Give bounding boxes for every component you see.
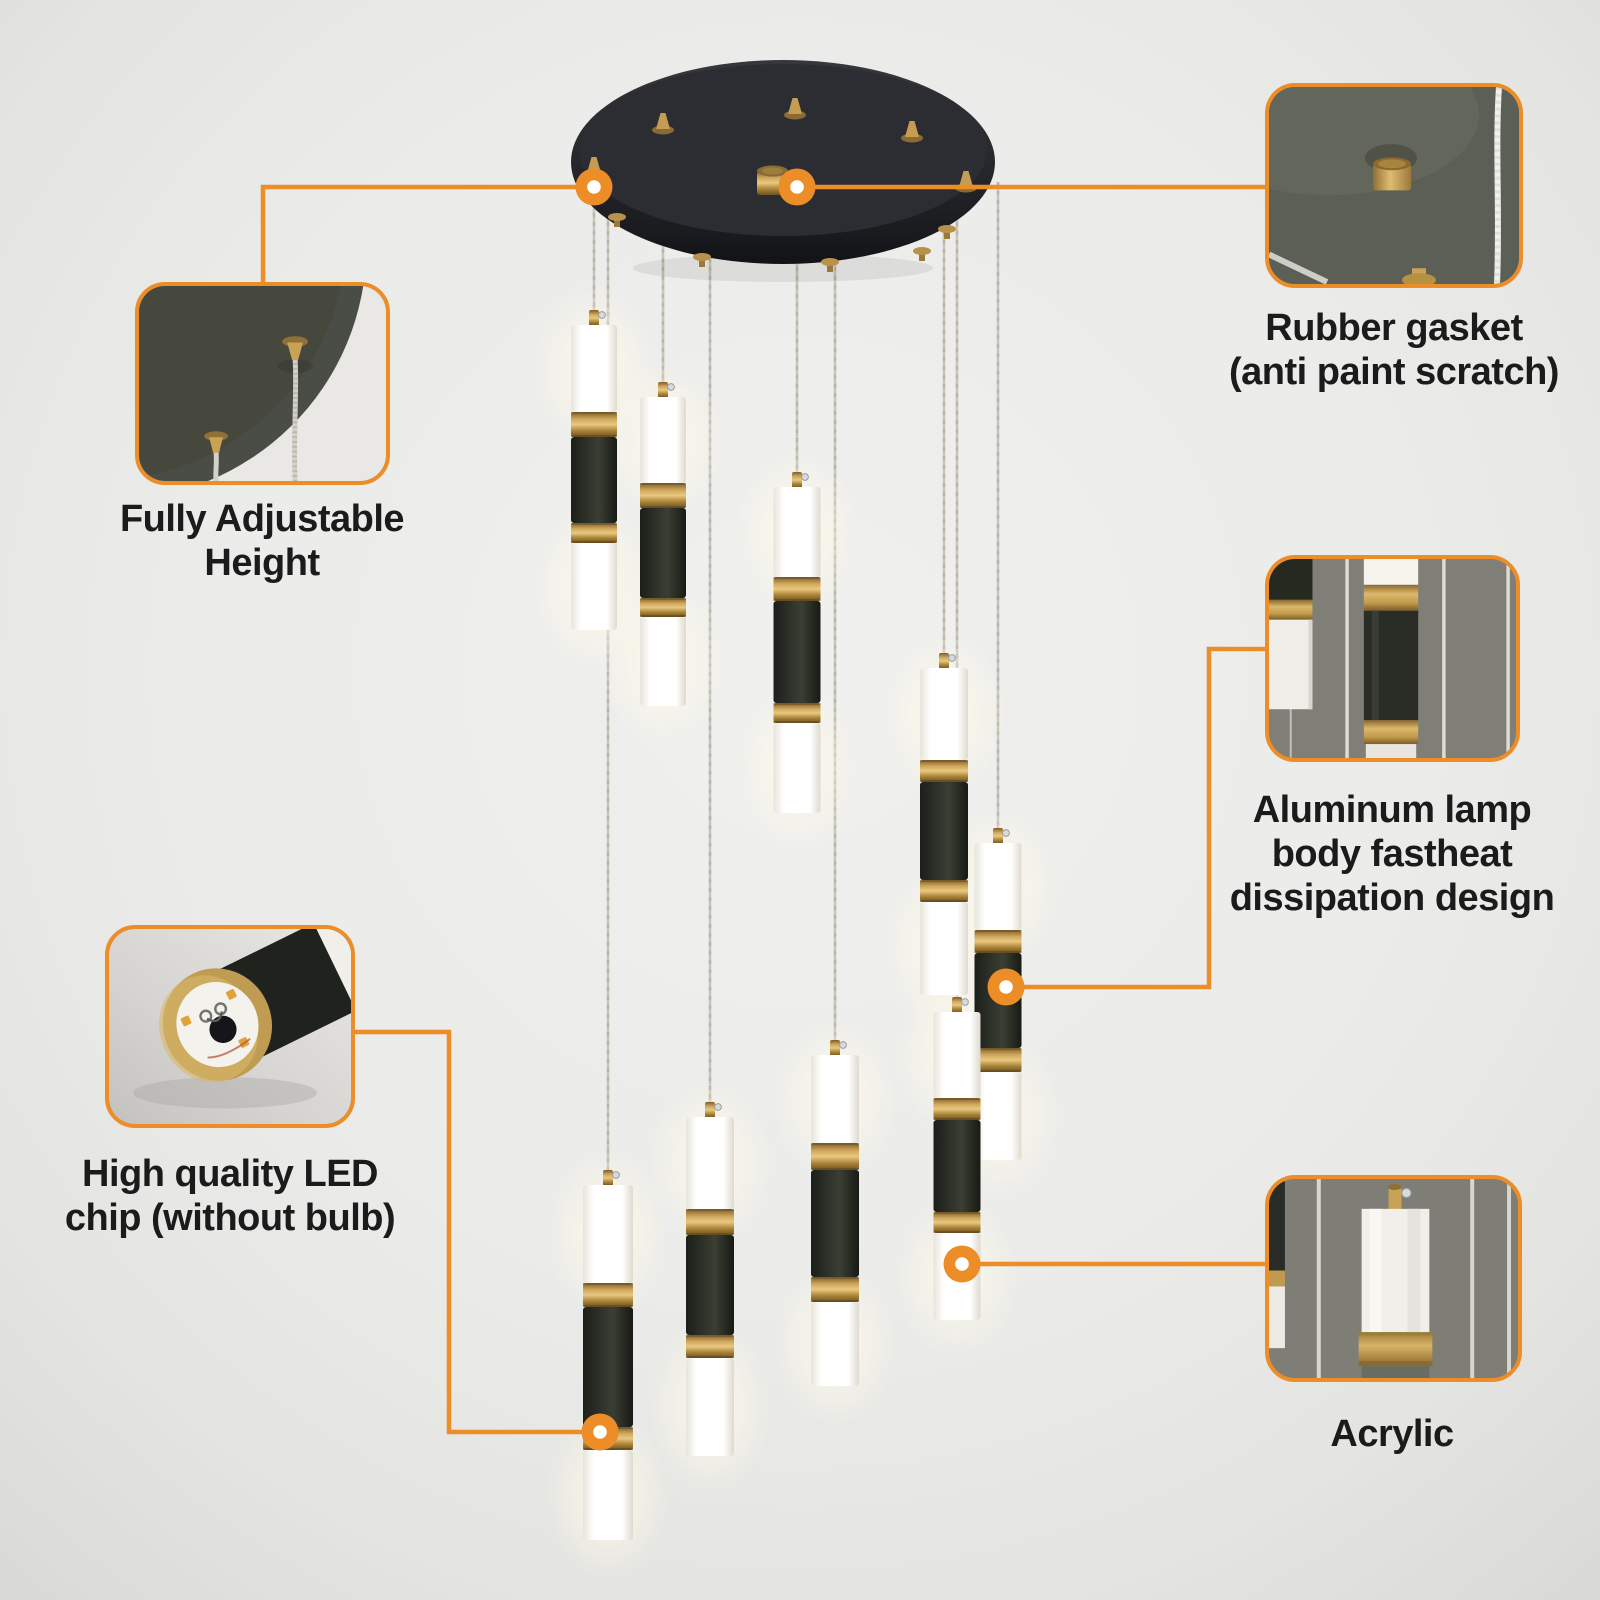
connector-aluminum-body	[1006, 646, 1267, 990]
acrylic-diffuser	[811, 1055, 859, 1143]
gold-band	[811, 1143, 859, 1170]
pendant-lamp	[571, 310, 617, 630]
acrylic-diffuser-closeup-icon	[1269, 1179, 1518, 1378]
callout-dot	[581, 1413, 619, 1451]
aluminum-body	[583, 1307, 633, 1427]
gold-band	[571, 412, 617, 437]
pendant-lamp	[811, 1040, 859, 1386]
callout-rubber-gasket	[1265, 83, 1523, 288]
acrylic-diffuser	[640, 617, 686, 706]
aluminum-body	[686, 1235, 734, 1335]
gold-band	[640, 598, 686, 617]
gold-band	[974, 930, 1022, 953]
connector-adjustable	[260, 184, 594, 286]
acrylic-diffuser	[583, 1185, 633, 1283]
aluminum-body	[811, 1170, 859, 1277]
label-aluminum-body: Aluminum lamp body fastheat dissipation …	[1177, 788, 1600, 920]
aluminum-body	[571, 437, 617, 523]
aluminum-body	[920, 782, 968, 880]
connector-led-chip	[353, 1029, 600, 1435]
acrylic-diffuser	[974, 843, 1022, 930]
label-line: Fully Adjustable	[119, 498, 405, 540]
gold-band	[933, 1212, 981, 1233]
gold-band	[920, 760, 968, 782]
led-chip-closeup-icon	[109, 929, 351, 1124]
callout-aluminum-body	[1265, 555, 1520, 762]
label-line: body fastheat	[1271, 833, 1513, 875]
ceiling-canopy	[571, 60, 995, 282]
callout-led-chip	[105, 925, 355, 1128]
gold-band	[583, 1283, 633, 1307]
label-rubber-gasket: Rubber gasket (anti paint scratch)	[1184, 306, 1600, 394]
label-led-chip: High quality LED chip (without bulb)	[20, 1152, 440, 1240]
acrylic-diffuser	[571, 543, 617, 630]
label-line: Aluminum lamp	[1252, 789, 1532, 831]
label-line: Acrylic	[1330, 1413, 1454, 1455]
callout-dot	[778, 168, 816, 206]
pendant-lamp	[686, 1102, 734, 1456]
gold-band	[686, 1335, 734, 1358]
acrylic-diffuser	[571, 325, 617, 412]
gold-band	[640, 483, 686, 508]
callout-dot	[575, 168, 613, 206]
adjustable-cable-closeup-icon	[139, 286, 386, 481]
acrylic-diffuser	[686, 1358, 734, 1456]
gold-band	[974, 1048, 1022, 1072]
label-acrylic: Acrylic	[1192, 1412, 1592, 1456]
label-line: (anti paint scratch)	[1229, 351, 1559, 393]
callout-acrylic	[1265, 1175, 1522, 1382]
acrylic-diffuser	[811, 1302, 859, 1386]
acrylic-diffuser	[640, 397, 686, 483]
gold-band	[811, 1277, 859, 1302]
gold-band	[933, 1098, 981, 1120]
pendant-lamp	[583, 1170, 633, 1540]
gold-band	[773, 577, 821, 601]
pendant-lamp	[920, 653, 968, 995]
pendant-lamp	[773, 472, 821, 813]
acrylic-diffuser	[933, 1012, 981, 1098]
acrylic-diffuser	[773, 487, 821, 577]
aluminum-body	[773, 601, 821, 703]
callout-dot	[943, 1245, 981, 1283]
callout-adjustable-height	[135, 282, 390, 485]
acrylic-diffuser	[583, 1450, 633, 1540]
acrylic-diffuser	[773, 723, 821, 813]
aluminum-body	[640, 508, 686, 598]
acrylic-diffuser	[686, 1117, 734, 1209]
gold-band	[686, 1209, 734, 1235]
label-line: chip (without bulb)	[64, 1197, 396, 1239]
label-line: dissipation design	[1229, 877, 1555, 919]
label-line: High quality LED	[82, 1153, 379, 1195]
acrylic-diffuser	[920, 668, 968, 760]
acrylic-diffuser	[920, 902, 968, 995]
acrylic-diffuser	[974, 1072, 1022, 1160]
rubber-gasket-closeup-icon	[1269, 87, 1519, 284]
pendant-lamp	[640, 382, 686, 706]
aluminum-body	[933, 1120, 981, 1212]
label-adjustable-height: Fully Adjustable Height	[60, 497, 464, 585]
label-line: Rubber gasket	[1265, 307, 1523, 349]
callout-dot	[987, 968, 1025, 1006]
gold-band	[920, 880, 968, 902]
gold-band	[773, 703, 821, 723]
label-line: Height	[204, 542, 320, 584]
aluminum-body-closeup-icon	[1269, 559, 1516, 758]
gold-band	[571, 523, 617, 543]
